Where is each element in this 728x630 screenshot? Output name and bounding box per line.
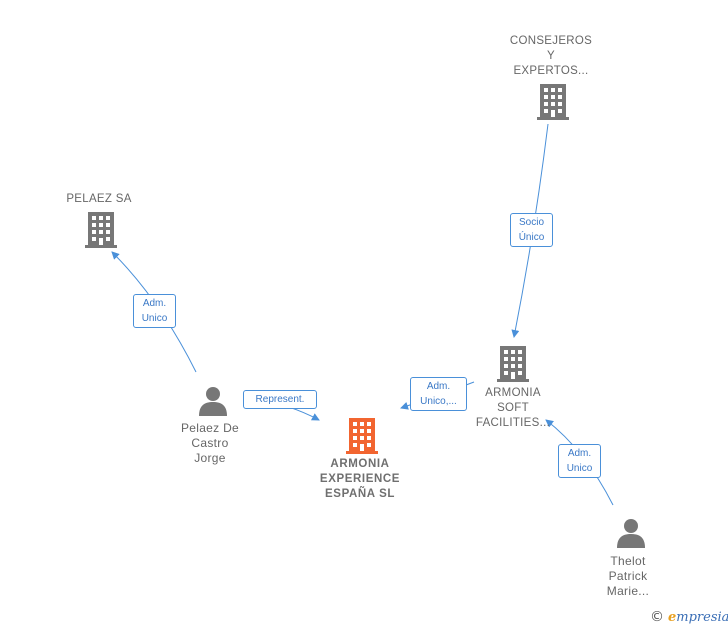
- node-label-pelaez-jorge[interactable]: Pelaez De Castro Jorge: [180, 421, 240, 465]
- building-icon[interactable]: [85, 212, 117, 248]
- edge-label-adm-unico-thelot[interactable]: Adm. Unico: [558, 444, 601, 478]
- brand-logo: © empresia: [650, 609, 728, 625]
- building-icon[interactable]: [346, 418, 378, 454]
- person-icon[interactable]: [198, 386, 228, 416]
- brand-name: mpresia: [676, 610, 728, 625]
- node-label-consejeros[interactable]: CONSEJEROS Y EXPERTOS...: [509, 35, 593, 77]
- edge-label-represent[interactable]: Represent.: [243, 390, 317, 409]
- node-label-thelot[interactable]: Thelot Patrick Marie...: [606, 554, 650, 598]
- node-label-armonia-experience[interactable]: ARMONIA EXPERIENCE ESPAÑA SL: [319, 458, 401, 500]
- node-label-pelaez-sa[interactable]: PELAEZ SA: [66, 193, 132, 205]
- person-icon[interactable]: [616, 518, 646, 548]
- edge-label-adm-unico-pelaez[interactable]: Adm. Unico: [133, 294, 176, 328]
- brand-initial: e: [668, 610, 677, 625]
- edge-label-socio-unico[interactable]: Socio Único: [510, 213, 553, 247]
- copyright-symbol: ©: [650, 609, 664, 625]
- edge-label-adm-unico-armonia[interactable]: Adm. Unico,...: [410, 377, 467, 411]
- building-icon[interactable]: [537, 84, 569, 120]
- node-label-armonia-soft[interactable]: ARMONIA SOFT FACILITIES...: [475, 387, 551, 429]
- building-icon[interactable]: [497, 346, 529, 382]
